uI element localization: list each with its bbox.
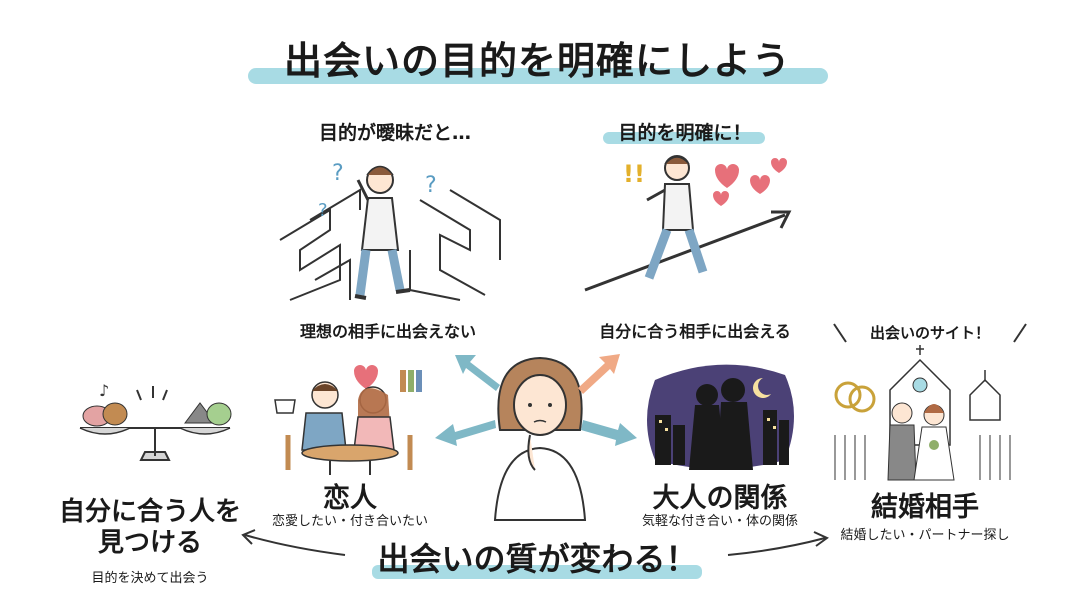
arrow-up-left [455, 355, 500, 391]
clear-heading-highlight [603, 132, 765, 144]
marriage-subtitle: 結婚したい・パートナー探し [840, 528, 1010, 543]
moon-icon [753, 378, 771, 398]
question-icon: ? [425, 173, 437, 198]
page-title: 出会いの目的を明確にしよう [283, 39, 791, 83]
rings-icon [834, 381, 876, 413]
arrow-left [435, 420, 496, 446]
couple-illustration [274, 365, 422, 475]
clear-heading: 目的を明確に！ [618, 122, 752, 144]
curved-arrow-right [727, 537, 826, 556]
bottom-highlight [372, 565, 702, 579]
coffee-icon [274, 399, 296, 414]
curved-arrow-left [244, 534, 346, 556]
self-match-title-line2: 見つける [97, 528, 202, 558]
church-icon [969, 378, 1001, 421]
title-highlight [248, 68, 828, 84]
adult-subtitle: 気軽な付き合い・体の関係 [641, 514, 798, 529]
self-match-title-line1: 自分に合う人を [58, 497, 241, 527]
maze-illustration: ? ? ? [279, 161, 501, 301]
vague-caption: 理想の相手に出会えない [299, 322, 476, 341]
self-match-subtitle: 目的を決めて出会う [91, 571, 209, 586]
romance-subtitle: 恋愛したい・付き合いたい [271, 514, 428, 529]
bottom-text: 出会いの質が変わる！ [377, 540, 698, 578]
vague-heading: 目的が曖昧だと… [318, 122, 471, 144]
arrow-right [581, 420, 637, 446]
running-illustration: !! [584, 155, 792, 292]
adult-title: 大人の関係 [652, 483, 788, 514]
site-label: 出会いのサイト！ [869, 324, 990, 342]
romance-title: 恋人 [323, 483, 377, 514]
question-icon: ? [318, 200, 328, 221]
heart-icon [713, 158, 787, 206]
music-note-icon: ♪ [99, 381, 109, 400]
thinking-woman-illustration [493, 356, 587, 521]
question-icon: ? [332, 161, 344, 186]
wedding-illustration [834, 345, 1011, 481]
balance-scale-illustration: ♪ [79, 381, 232, 461]
heart-icon [354, 365, 378, 389]
exclamation-icon: !! [623, 160, 645, 188]
clear-caption: 自分に合う相手に出会える [599, 322, 791, 341]
night-silhouette-illustration [647, 364, 794, 470]
marriage-title: 結婚相手 [871, 492, 979, 523]
site-label-marks [833, 323, 1027, 343]
arrow-up-right [578, 354, 620, 394]
